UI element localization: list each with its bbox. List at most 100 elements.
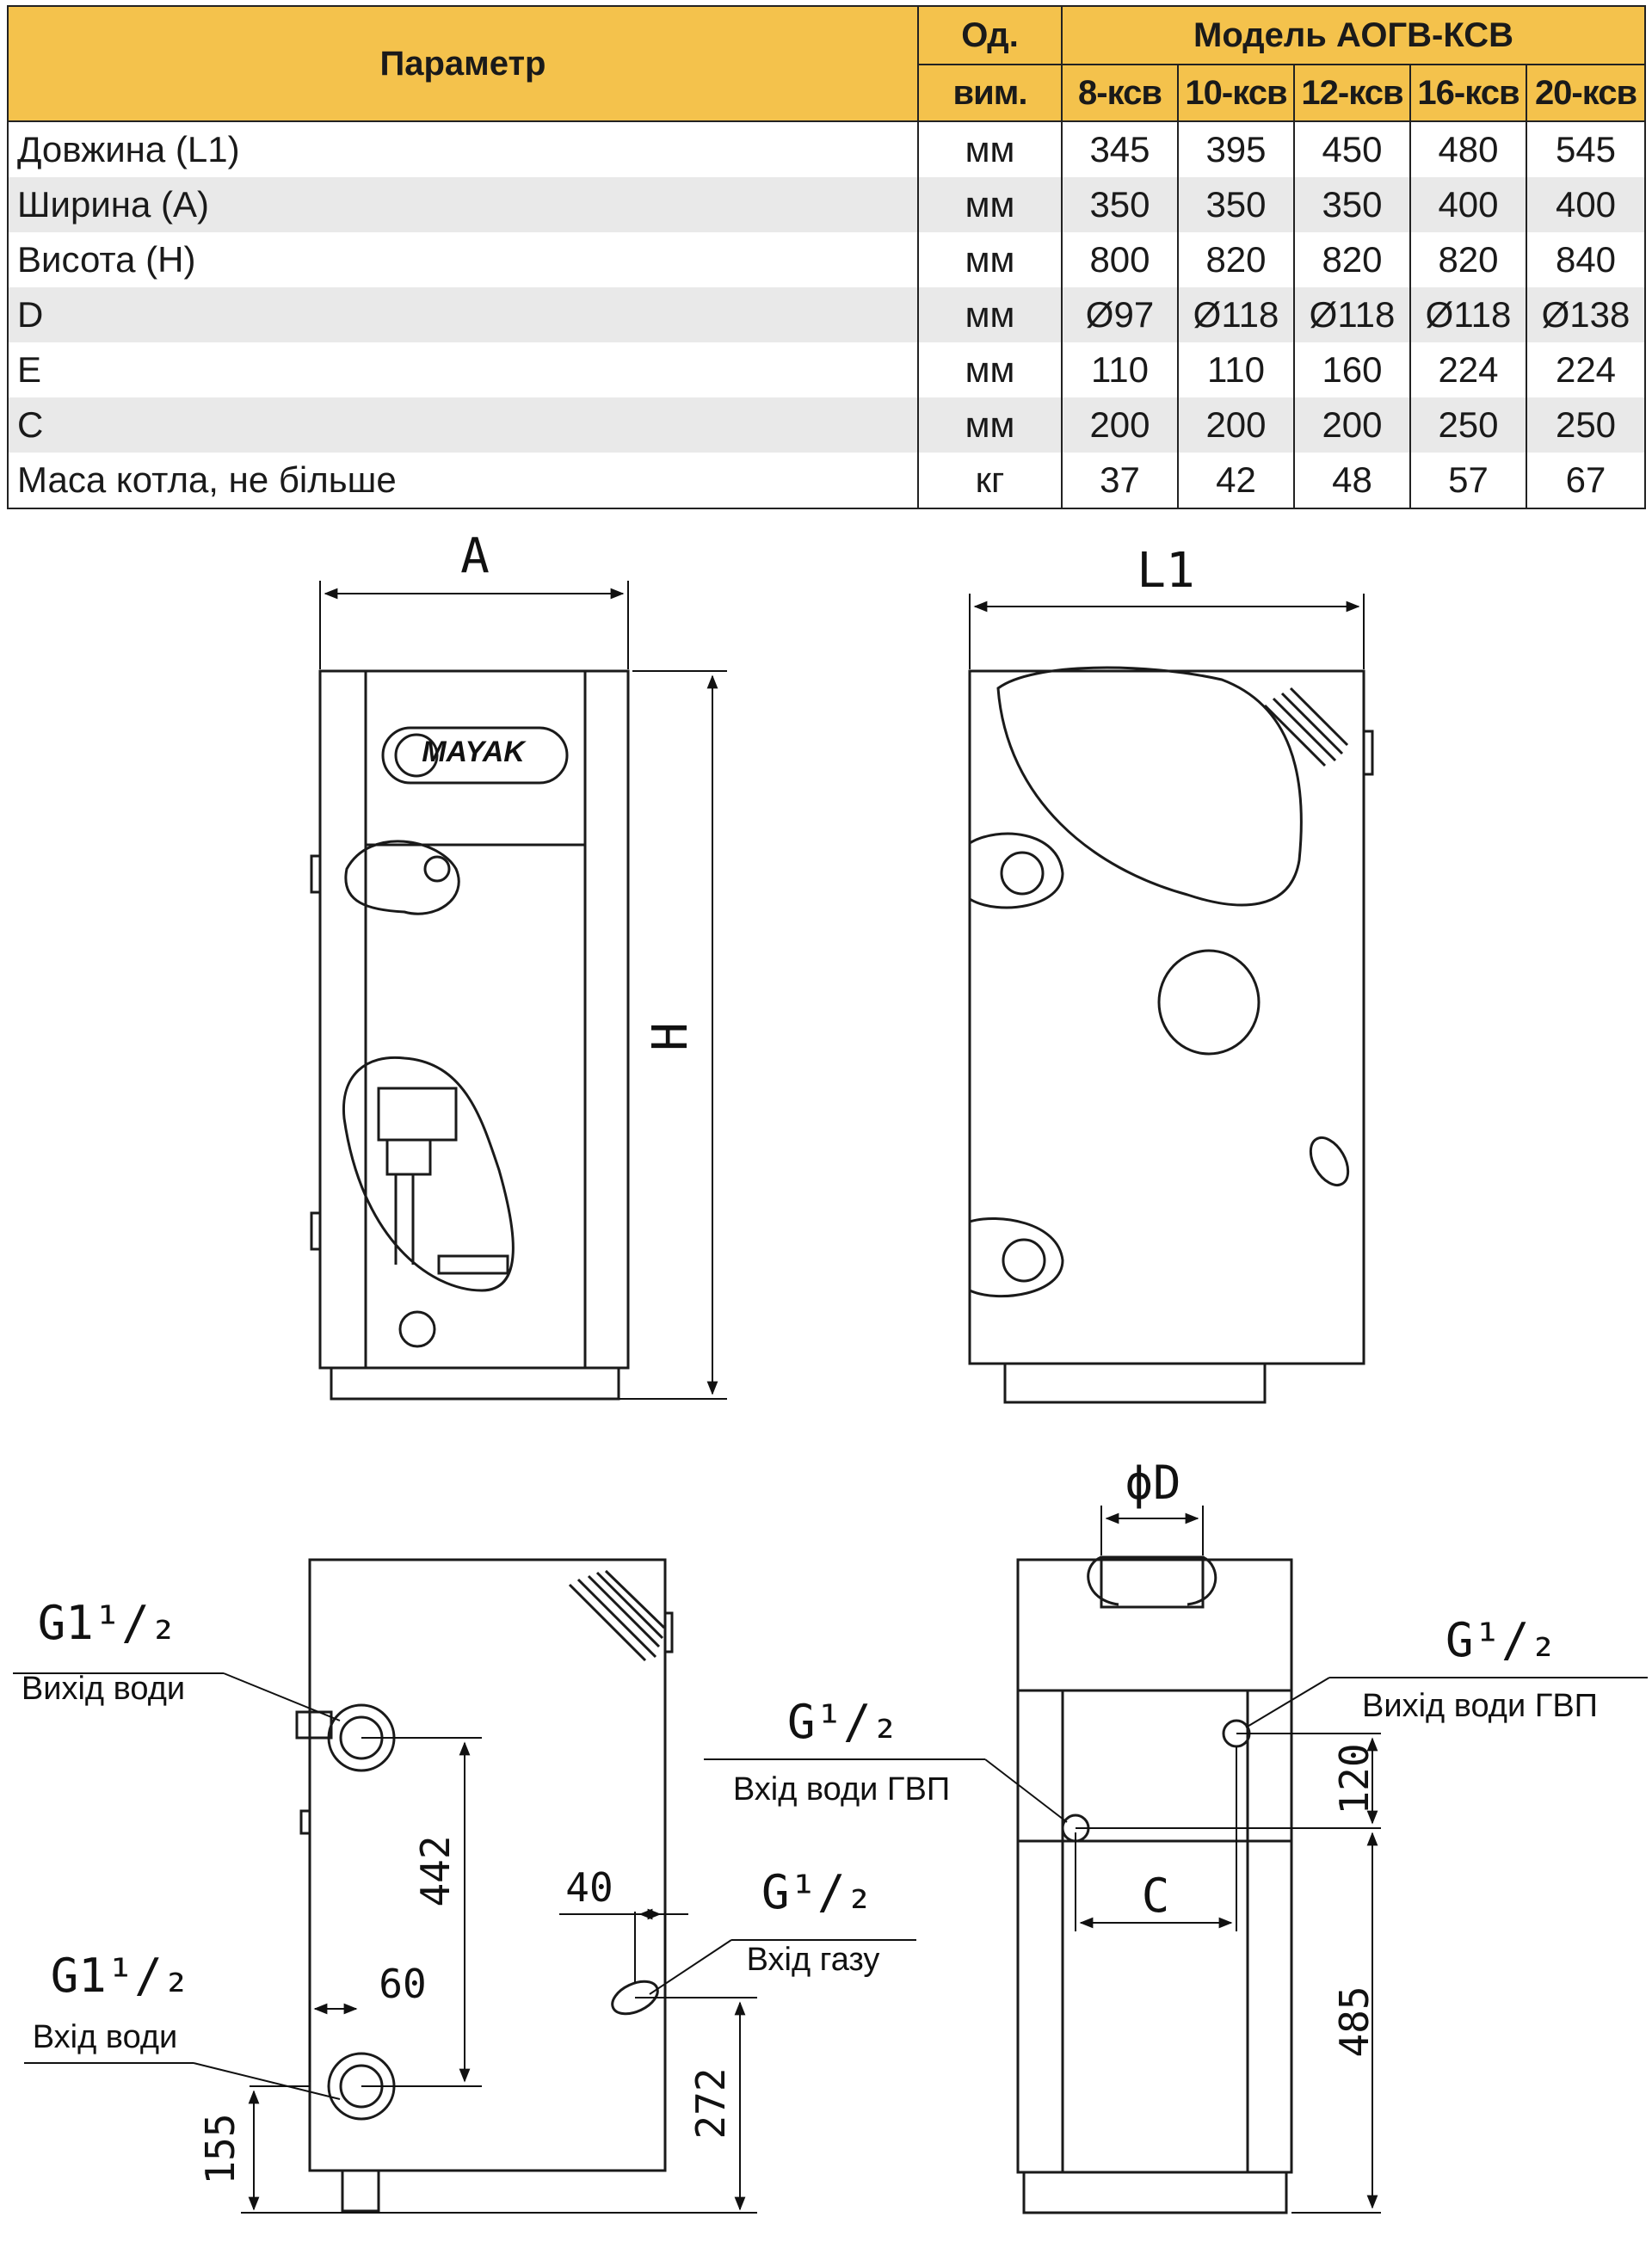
row-unit: мм [917,397,1063,453]
side-dimensions [969,594,1365,669]
dim-width-a: A [460,528,490,584]
cell-value: 545 [1525,121,1647,177]
dim-height-h: H [643,1022,699,1051]
row-param: C [7,397,919,453]
left-dimensions [13,1672,916,2214]
cell-value: 350 [1061,177,1179,232]
row-unit: мм [917,232,1063,287]
gas-thread: G¹/₂ [761,1865,873,1919]
logo-plate [381,726,569,785]
header-model-12: 12-ксв [1293,64,1411,122]
front-view [310,669,630,1401]
dim-60: 60 [379,1961,426,2007]
dhw-in-thread: G¹/₂ [787,1695,899,1749]
row-param: E [7,342,919,397]
flue-collar [1100,1555,1205,1609]
cell-value: 224 [1525,342,1647,397]
row-param: D [7,287,919,342]
cell-value: Ø138 [1525,287,1647,342]
side-view [968,666,1374,1404]
table-row: Висота (Н) мм 800 820 820 820 840 [7,232,1647,287]
cell-value: 200 [1293,397,1411,453]
dim-442: 442 [412,1835,459,1906]
table-row: Маса котла, не більше кг 37 42 48 57 67 [7,453,1647,509]
row-unit: мм [917,177,1063,232]
cell-value: 67 [1525,453,1647,509]
cell-value: 110 [1061,342,1179,397]
table-row: Довжина (L1) мм 345 395 450 480 545 [7,121,1647,177]
cell-value: 350 [1177,177,1295,232]
side-body-outline [968,669,1365,1365]
cell-value: 345 [1061,121,1179,177]
dim-length-l1: L1 [1137,543,1194,599]
row-unit: мм [917,287,1063,342]
dim-485: 485 [1331,1986,1378,2057]
cell-value: 42 [1177,453,1295,509]
dhw-out-label: Вихід води ГВП [1362,1688,1598,1724]
row-param: Ширина (А) [7,177,919,232]
cell-value: 48 [1293,453,1411,509]
left-body-outline [308,1558,667,2172]
logo-emblem [394,733,439,778]
outlet-thread: G1¹/₂ [38,1596,178,1650]
row-unit: мм [917,342,1063,397]
cell-value: 400 [1409,177,1527,232]
cell-value: 250 [1525,397,1647,453]
header-model-16: 16-ксв [1409,64,1527,122]
header-model-10: 10-ксв [1177,64,1295,122]
cell-value: 224 [1409,342,1527,397]
cell-value: 800 [1061,232,1179,287]
cell-value: 57 [1409,453,1527,509]
table-row: C мм 200 200 200 250 250 [7,397,1647,453]
header-unit-line2: вим. [917,64,1063,122]
row-param: Довжина (L1) [7,121,919,177]
front-dimensions [319,581,727,1400]
table-row: D мм Ø97 Ø118 Ø118 Ø118 Ø138 [7,287,1647,342]
dhw-out-thread: G¹/₂ [1446,1613,1557,1667]
cell-value: 820 [1293,232,1411,287]
cell-value: 840 [1525,232,1647,287]
cell-value: 400 [1525,177,1647,232]
front-base [330,1366,620,1401]
cell-value: Ø118 [1409,287,1527,342]
cell-value: Ø118 [1177,287,1295,342]
dim-c: C [1142,1869,1170,1923]
header-model-8: 8-ксв [1061,64,1179,122]
cell-value: 395 [1177,121,1295,177]
cell-value: 820 [1177,232,1295,287]
gas-label: Вхід газу [747,1942,880,1978]
outlet-label: Вихід води [22,1671,185,1707]
header-param: Параметр [7,5,919,122]
dim-155: 155 [197,2113,243,2184]
row-param: Маса котла, не більше [7,453,919,509]
diameter-d: ϕD [1125,1456,1180,1510]
left-view [295,1558,674,2213]
row-unit: мм [917,121,1063,177]
row-param: Висота (Н) [7,232,919,287]
cell-value: 450 [1293,121,1411,177]
cell-value: Ø118 [1293,287,1411,342]
header-unit-line1: Од. [917,5,1063,65]
cell-value: 820 [1409,232,1527,287]
table-row: Ширина (А) мм 350 350 350 400 400 [7,177,1647,232]
cell-value: 250 [1409,397,1527,453]
dhw-in-label: Вхід води ГВП [733,1771,950,1808]
spec-table: Параметр Од. Модель АОГВ-КСВ вим. 8-ксв … [7,5,1647,509]
cell-value: Ø97 [1061,287,1179,342]
dim-120: 120 [1331,1743,1378,1814]
cell-value: 200 [1061,397,1179,453]
cell-value: 350 [1293,177,1411,232]
inlet-thread: G1¹/₂ [51,1949,191,2003]
row-unit: кг [917,453,1063,509]
cell-value: 110 [1177,342,1295,397]
cell-value: 480 [1409,121,1527,177]
dim-272: 272 [687,2067,734,2139]
header-model: Модель АОГВ-КСВ [1060,5,1647,65]
back-body-outline [1016,1839,1293,2174]
dim-40: 40 [565,1864,613,1911]
logo-text: MAYAK [422,736,527,768]
inlet-label: Вхід води [33,2019,178,2055]
cell-value: 160 [1293,342,1411,397]
header-model-20: 20-ксв [1525,64,1647,122]
